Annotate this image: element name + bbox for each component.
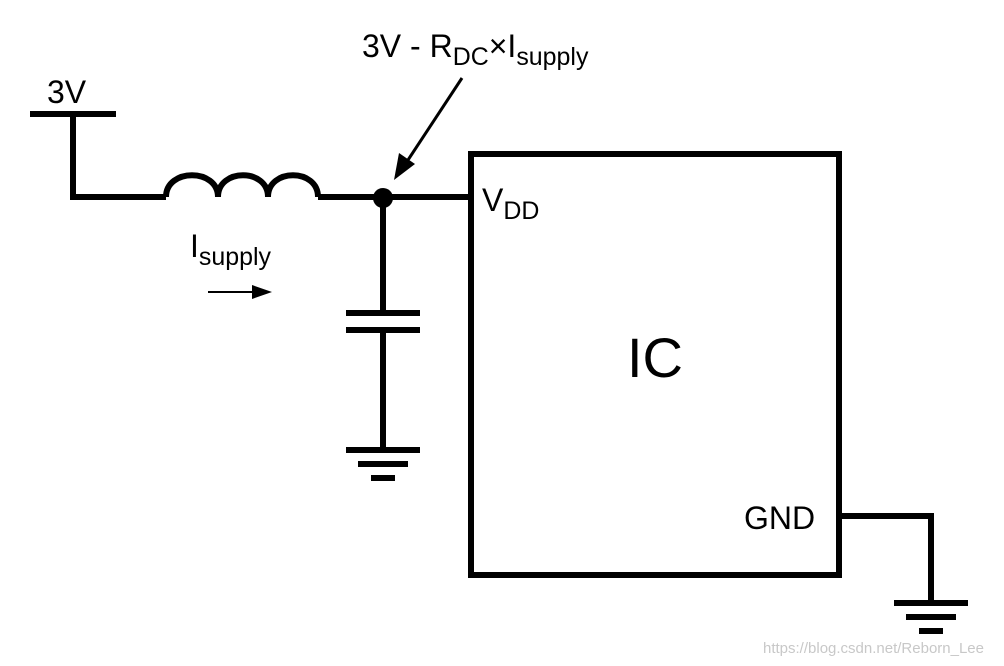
watermark: https://blog.csdn.net/Reborn_Lee (763, 640, 984, 657)
inductor (163, 172, 321, 198)
ic-box (468, 151, 842, 578)
node-annotation-arrowhead (394, 153, 415, 180)
junction-dot (373, 188, 393, 208)
supply-current-label: Isupply (190, 228, 272, 271)
supply-voltage-label: 3V (47, 74, 87, 110)
gnd-pin-label: GND (744, 500, 816, 536)
vdd-pin-label: VDD (482, 182, 540, 225)
node-voltage-label: 3V - RDC×Isupply (362, 28, 589, 71)
node-annotation-arrow (406, 77, 464, 161)
ic-label: IC (627, 326, 683, 389)
current-arrowhead (252, 285, 272, 299)
